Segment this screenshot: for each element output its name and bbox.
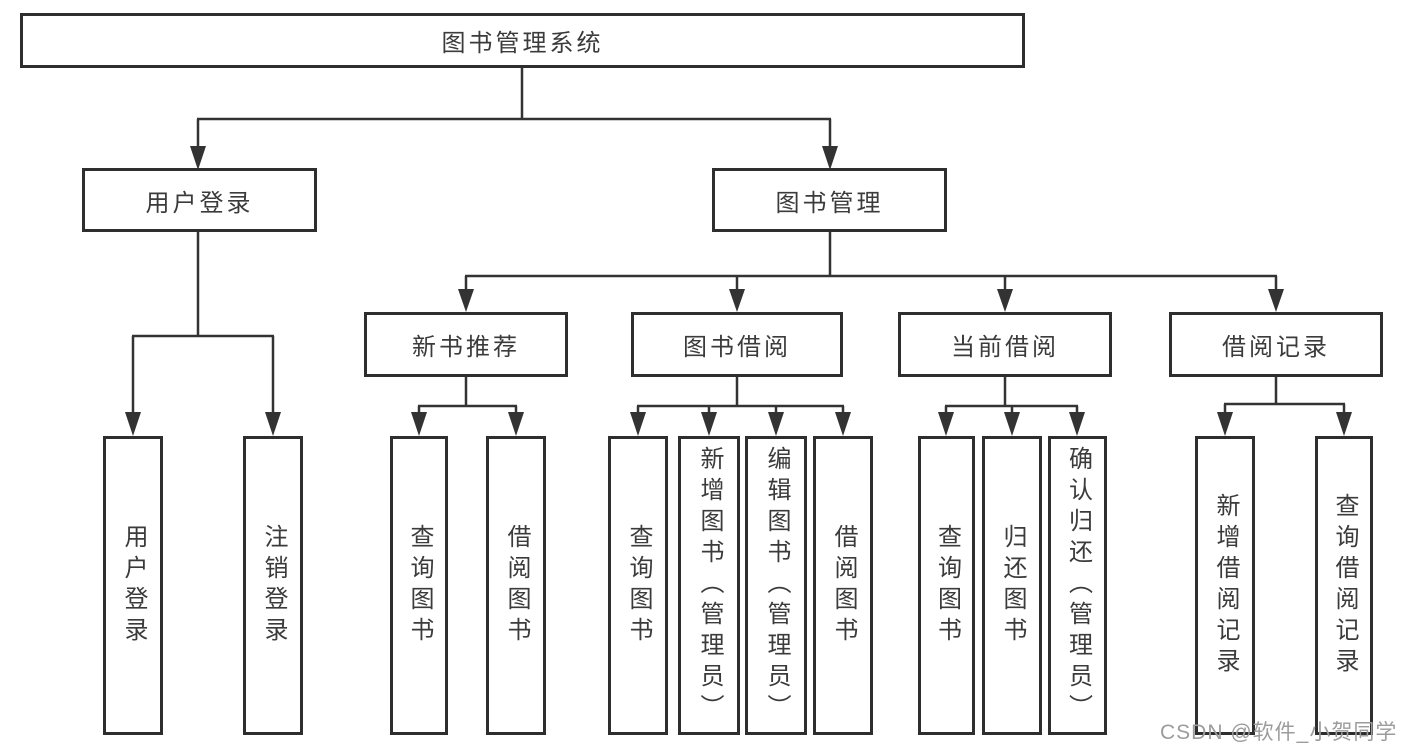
node-book-borrowing: 图书借阅 — [631, 312, 843, 377]
leaf-confirm-return-admin: 确认归还（管理员） — [1048, 436, 1107, 735]
leaf-edit-books-admin: 编辑图书（管理员） — [745, 436, 807, 735]
watermark: CSDN @软件_小贺同学 — [1160, 721, 1398, 744]
leaf-label: 归还图书 — [999, 523, 1026, 648]
leaf-query-books-recommend: 查询图书 — [390, 436, 448, 735]
connector-root-to-level2 — [190, 68, 838, 170]
leaf-label: 借阅图书 — [503, 523, 530, 648]
leaf-borrow-books: 借阅图书 — [813, 436, 873, 735]
leaf-query-books-current: 查询图书 — [918, 436, 975, 735]
leaf-label: 注销登录 — [260, 523, 287, 648]
node-new-book-recommend: 新书推荐 — [364, 312, 568, 377]
node-user-login: 用户登录 — [82, 168, 317, 232]
leaf-label: 查询图书 — [406, 523, 433, 648]
leaf-label: 借阅图书 — [830, 523, 857, 648]
leaf-return-books: 归还图书 — [982, 436, 1042, 735]
connector-current-borrowing-to-leaves — [938, 377, 1085, 436]
leaf-logout: 注销登录 — [243, 436, 303, 735]
leaf-query-books-borrowing: 查询图书 — [608, 436, 668, 735]
node-current-borrowing: 当前借阅 — [898, 312, 1112, 377]
leaf-borrow-books-recommend: 借阅图书 — [486, 436, 546, 735]
leaf-add-books-admin: 新增图书（管理员） — [678, 436, 740, 735]
connector-user-login-to-leaves — [125, 232, 281, 436]
node-book-management: 图书管理 — [712, 168, 947, 232]
connector-borrowing-records-to-leaves — [1217, 377, 1352, 436]
leaf-query-borrow-record: 查询借阅记录 — [1315, 436, 1373, 735]
connector-new-book-recommend-to-leaves — [411, 377, 524, 436]
connector-book-borrowing-to-leaves — [630, 377, 851, 436]
leaf-label: 查询借阅记录 — [1331, 492, 1358, 679]
node-borrowing-records: 借阅记录 — [1169, 312, 1383, 377]
leaf-label: 编辑图书（管理员） — [763, 446, 790, 725]
leaf-label: 新增借阅记录 — [1212, 492, 1239, 679]
connector-book-management-to-level3 — [458, 232, 1284, 312]
leaf-label: 新增图书（管理员） — [696, 446, 723, 725]
leaf-label: 查询图书 — [625, 523, 652, 648]
node-library-management-system: 图书管理系统 — [20, 13, 1025, 68]
leaf-label: 确认归还（管理员） — [1064, 446, 1092, 725]
leaf-user-login: 用户登录 — [103, 436, 163, 735]
leaf-label: 用户登录 — [120, 523, 147, 648]
leaf-label: 查询图书 — [933, 523, 961, 648]
leaf-add-borrow-record: 新增借阅记录 — [1195, 436, 1255, 735]
